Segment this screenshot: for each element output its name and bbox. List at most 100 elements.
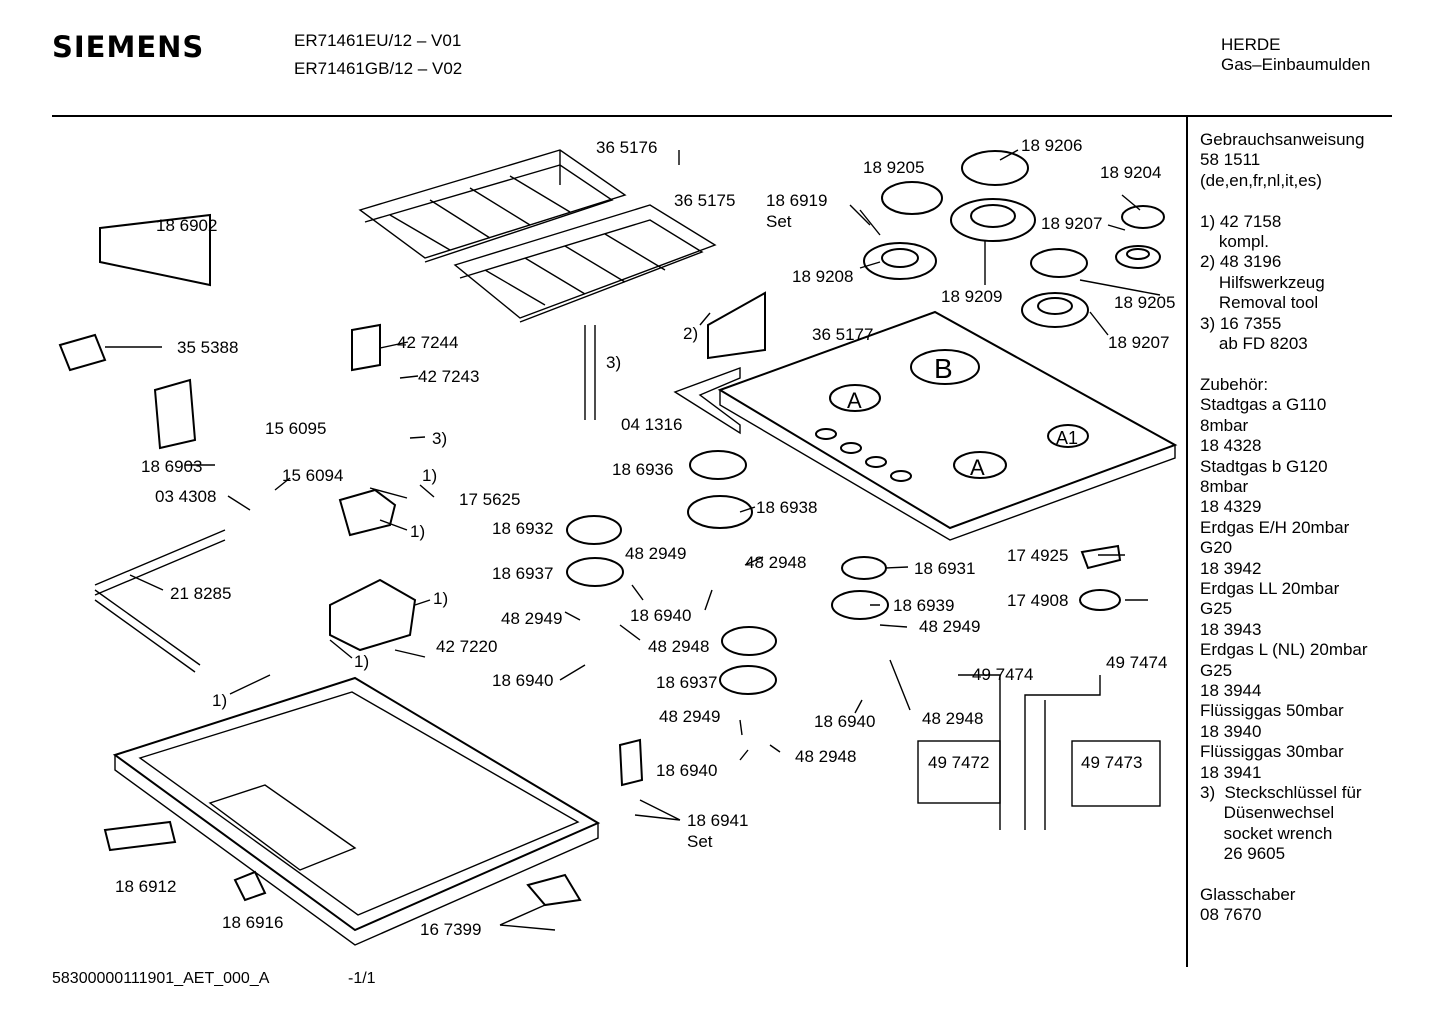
sidebar-line: Stadtgas b G120 [1200,456,1328,476]
sidebar-line: 08 7670 [1200,905,1262,925]
part-label: 18 6902 [156,216,217,235]
sidebar-line: Erdgas L (NL) 20mbar [1200,640,1368,660]
base-tray [112,676,601,946]
burner-marking: A [970,455,985,480]
part-label: 18 9204 [1100,163,1161,182]
page-number: -1/1 [348,970,376,987]
sidebar-line: 58 1511 [1200,150,1261,170]
part-label: 04 1316 [621,415,682,434]
part-label: 15 6095 [265,419,326,438]
burner-marking: B [934,353,953,384]
sidebar-line: Zubehör: [1200,374,1269,394]
burner-marking: A1 [1056,428,1078,448]
sidebar-divider [1186,117,1188,967]
sidebar-line: socket wrench [1200,823,1333,843]
part-label: 49 7472 [928,753,989,772]
sidebar-line: 18 3942 [1200,558,1262,578]
part-label: 18 9205 [863,158,924,177]
sidebar-line: 8mbar [1200,415,1249,435]
part-label: 18 9209 [941,287,1002,306]
part-label: 17 4908 [1007,591,1068,610]
part-label: Set [687,832,713,851]
sidebar-line: 3) Steckschlüssel für [1200,783,1362,802]
brand-logo: SIEMENS [52,30,205,64]
model-number-2: ER71461GB/12 – V02 [294,59,463,78]
ref-label: 1) [422,466,437,485]
part-label: 42 7244 [397,333,458,352]
part-label: 16 7399 [420,920,481,939]
part-label: 18 9207 [1108,333,1169,352]
sidebar-line: Erdgas E/H 20mbar [1200,517,1350,537]
sidebar-line: 1) 42 7158 [1200,211,1282,231]
part-label: Set [766,212,792,231]
part-label: 17 4925 [1007,546,1068,565]
sidebar-line: Removal tool [1200,293,1319,313]
part-label: 18 6936 [612,460,673,479]
part-label: 17 5625 [459,490,520,509]
part-label: 21 8285 [170,584,231,603]
part-label: 48 2948 [648,637,709,656]
part-label: 18 6940 [630,606,691,625]
part-label: 48 2949 [501,609,562,628]
sidebar-line: Erdgas LL 20mbar [1200,578,1340,598]
part-label: 18 6940 [814,712,875,731]
exploded-view-diagram: 36 5176 36 5175 18 6919 Set 18 9205 18 9… [58,136,1178,946]
sidebar-line: (de,en,fr,nl,it,es) [1200,170,1322,190]
part-label: 18 9208 [792,267,853,286]
footer: 58300000111901_AET_000_A -1/1 [52,970,376,988]
sidebar-line [1200,354,1435,374]
sidebar-line: Flüssiggas 30mbar [1200,742,1344,762]
burner-caps [566,150,1165,695]
ref-label: 1) [410,522,425,541]
burner-marking: A [847,388,862,413]
sidebar-line: 18 3943 [1200,619,1262,639]
pan-support-grates [358,149,717,323]
sidebar-line: Stadtgas a G110 [1200,395,1327,415]
ref-label: 3) [606,353,621,372]
part-label: 36 5175 [674,191,735,210]
sidebar-line: Gebrauchsanweisung [1200,130,1365,149]
part-label: 36 5176 [596,138,657,157]
sidebar-line [1200,865,1435,885]
part-label: 18 6938 [756,498,817,517]
sidebar-line [1200,191,1435,211]
sidebar-line: 18 3940 [1200,721,1262,741]
part-label: 49 7473 [1081,753,1142,772]
model-number-1: ER71461EU/12 – V01 [294,31,462,50]
part-label: 15 6094 [282,466,343,485]
leader-lines [105,149,1161,931]
sidebar-line: 2) 48 3196 [1200,252,1282,272]
sidebar-line: Hilfswerkzeug [1200,272,1325,292]
hob-top-plate [673,310,1178,541]
category-title: HERDE [1221,35,1281,54]
part-label: 18 6941 [687,811,748,830]
part-label: 18 6940 [656,761,717,780]
part-label: 49 7474 [972,665,1033,684]
thermocouples [917,674,1161,830]
part-label: 18 6903 [141,457,202,476]
sidebar-line: Düsenwechsel [1200,803,1335,823]
sidebar-line: G25 [1200,660,1233,680]
part-label: 48 2948 [795,747,856,766]
sidebar-line: Flüssiggas 50mbar [1200,701,1344,721]
part-label: 18 6916 [222,913,283,932]
sidebar-line: Glasschaber [1200,885,1296,905]
ref-label: 1) [433,589,448,608]
category-subtitle: Gas–Einbaumulden [1221,55,1371,74]
part-label: 18 9205 [1114,293,1175,312]
ref-label: 3) [432,429,447,448]
document-id: 58300000111901_AET_000_A [52,970,270,987]
header-divider [52,115,1392,117]
sidebar-line: 3) 16 7355 [1200,313,1282,333]
sidebar-line: G25 [1200,599,1233,619]
ref-label: 1) [212,691,227,710]
part-label: 18 6939 [893,596,954,615]
sidebar-line: kompl. [1200,232,1269,252]
part-label: 18 6940 [492,671,553,690]
ref-label: 1) [354,652,369,671]
part-label: 18 6931 [914,559,975,578]
gas-valve-and-pipes [58,213,766,907]
part-label: 18 9206 [1021,136,1082,155]
